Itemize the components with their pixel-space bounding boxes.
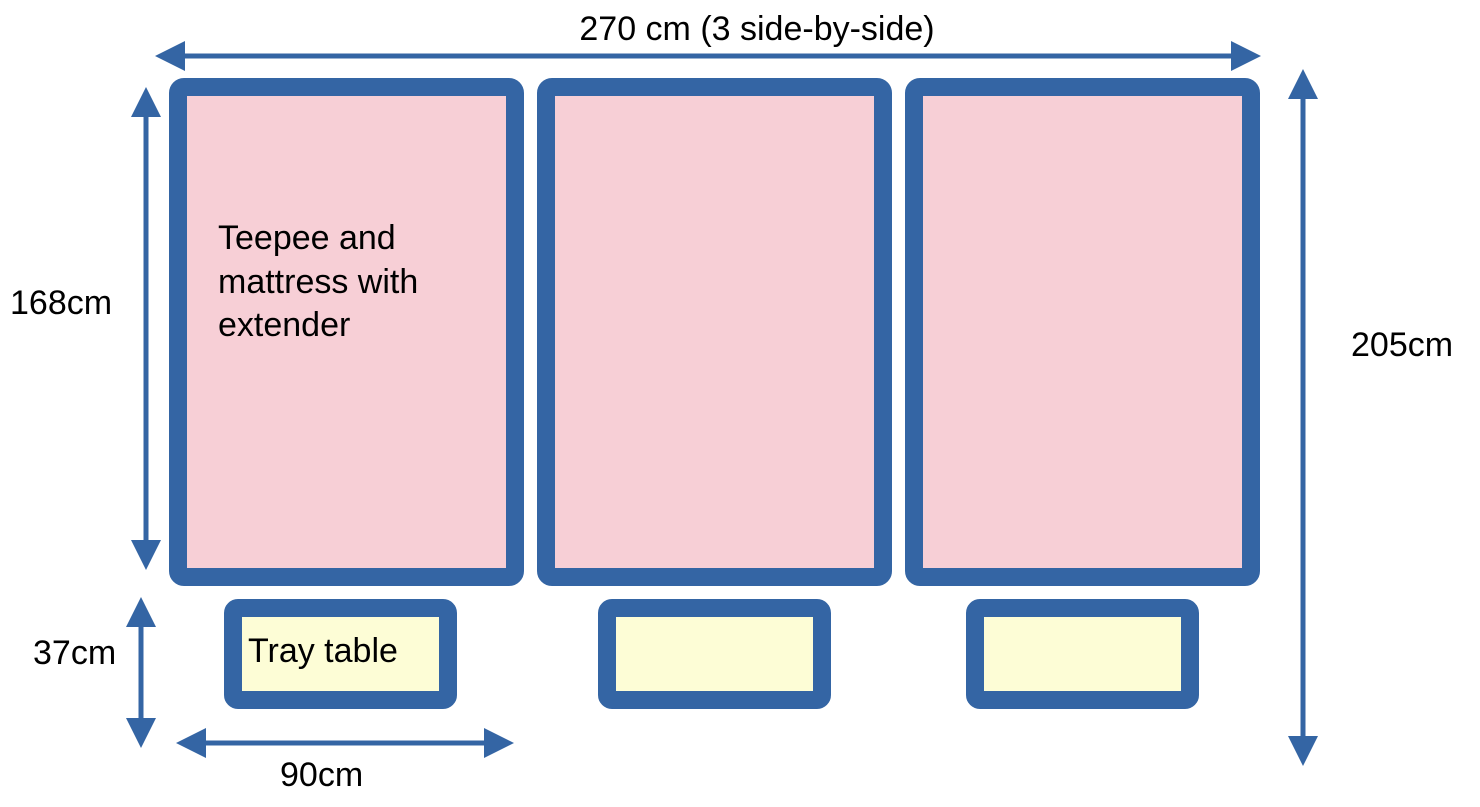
tray-table-2 bbox=[598, 599, 831, 709]
mattress-label-line: extender bbox=[218, 306, 350, 344]
total-height-label: 205cm bbox=[1351, 326, 1453, 364]
tray-table-3 bbox=[966, 599, 1199, 709]
mattress-label-line: Teepee and bbox=[218, 219, 396, 257]
unit-width-label: 90cm bbox=[280, 756, 363, 794]
tray-table-1 bbox=[224, 599, 457, 709]
mattress-1 bbox=[169, 78, 524, 586]
mattress-height-label: 168cm bbox=[10, 284, 112, 322]
tray-table-label: Tray table bbox=[248, 632, 398, 670]
tray-height-label: 37cm bbox=[33, 634, 116, 672]
mattress-3 bbox=[905, 78, 1260, 586]
total-width-label: 270 cm (3 side-by-side) bbox=[579, 10, 934, 48]
mattress-2 bbox=[537, 78, 892, 586]
mattress-label-line: mattress with bbox=[218, 263, 418, 301]
